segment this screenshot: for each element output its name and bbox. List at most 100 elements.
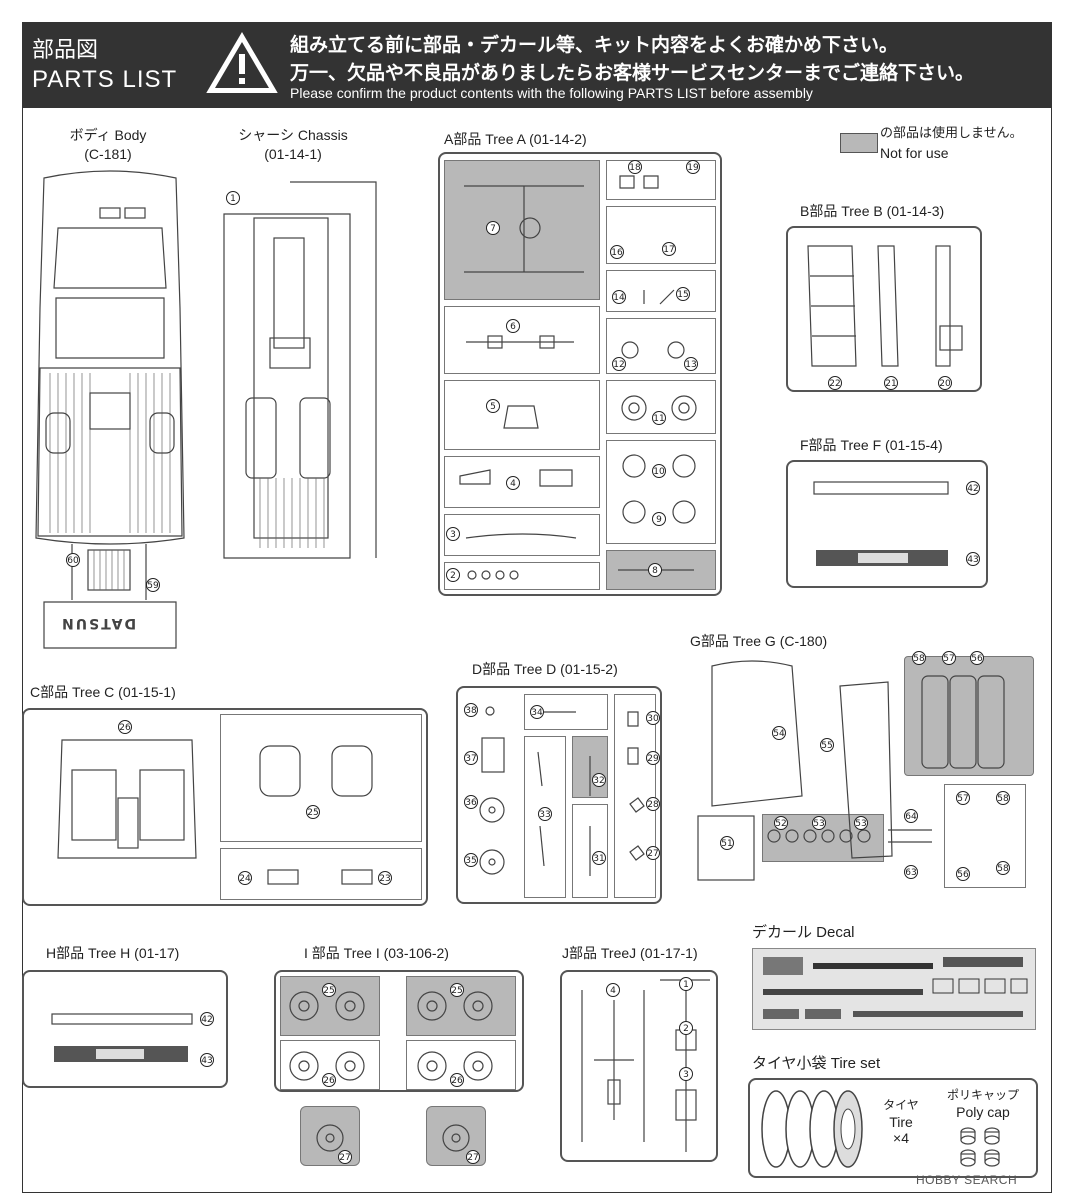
tire-set-frame [748,1078,1038,1178]
tree-i-parts-drawing [289,991,493,1152]
part-number: 43 [966,552,980,566]
tire-stack-drawing [761,1090,863,1168]
tree-d-parts-drawing [479,706,645,876]
warning-triangle-icon [206,32,278,93]
part-number: 58 [912,651,926,665]
part-number: 11 [652,411,666,425]
tree-j-frame [560,970,718,1162]
tree-c-cell-25 [220,714,422,842]
title-en: PARTS LIST [32,66,178,93]
part-number: 42 [966,481,980,495]
part-number: 24 [238,871,252,885]
chassis-drawing [223,181,377,559]
part-number: 13 [684,357,698,371]
tree-c-parts-drawing [57,739,373,885]
part-number: 29 [646,751,660,765]
part-number: 15 [676,287,690,301]
tailgate-drawing [43,544,177,649]
legend-en: Not for use [880,145,949,161]
part-number: 42 [200,1012,214,1026]
part-number: 27 [466,1150,480,1164]
tree-h-label: H部品 Tree H (01-17) [46,945,180,961]
part-number: 25 [450,983,464,997]
part-number: 14 [612,290,626,304]
part-number: 20 [938,376,952,390]
parts-list-frame [22,108,1052,1193]
part-number: 19 [686,160,700,174]
part-number: 8 [648,563,662,577]
part-number: 5 [486,399,500,413]
warning-en: Please confirm the product contents with… [290,85,813,101]
part-number: 31 [592,851,606,865]
part-number: 58 [996,791,1010,805]
polycap-drawing [960,1127,1000,1167]
part-number: 63 [904,865,918,879]
tree-f-parts-drawing [813,481,949,566]
part-number: 54 [772,726,786,740]
tree-a-cell-2 [444,562,600,590]
tire-jp: タイヤ [883,1098,919,1112]
body-label: ボディ Body [69,127,147,143]
part-number: 56 [970,651,984,665]
polycap-jp: ポリキャップ [946,1088,1019,1102]
part-number: 56 [956,867,970,881]
part-number: 27 [338,1150,352,1164]
part-number: 58 [996,861,1010,875]
part-number: 52 [774,816,788,830]
tree-c-label: C部品 Tree C (01-15-1) [30,684,176,700]
part-number: 53 [812,816,826,830]
tree-a-cell-11 [606,380,716,434]
decal-artwork [763,957,1028,1019]
part-number: 22 [828,376,842,390]
tree-f-frame [786,460,988,588]
tree-a-cell-14-15 [606,270,716,312]
tree-a-cell-3 [444,514,600,556]
part-number: 32 [592,773,606,787]
part-number: 55 [820,738,834,752]
tree-a-label: A部品 Tree A (01-14-2) [444,131,587,147]
part-number: 59 [146,578,160,592]
part-number: 33 [538,807,552,821]
part-number: 3 [446,527,460,541]
tree-b-label: B部品 Tree B (01-14-3) [800,203,945,219]
header-bar: 部品図 PARTS LIST 組み立てる前に部品・デカール等、キット内容をよくお… [22,22,1052,108]
part-number: 25 [322,983,336,997]
part-number: 57 [956,791,970,805]
part-number: 53 [854,816,868,830]
part-number: 9 [652,512,666,526]
polycap-en: Poly cap [956,1104,1010,1120]
part-number: 28 [646,797,660,811]
tree-g-parts-drawing [697,660,1005,881]
tree-d-cell-33 [524,736,566,898]
part-number: 21 [884,376,898,390]
part-number: 57 [942,651,956,665]
tire-en: Tire [889,1114,913,1130]
part-number: 16 [610,245,624,259]
part-number: 60 [66,553,80,567]
tree-i-label: I 部品 Tree I (03-106-2) [304,945,449,961]
part-number: 30 [646,711,660,725]
part-number: 18 [628,160,642,174]
part-number: 23 [378,871,392,885]
part-number: 6 [506,319,520,333]
part-number: 26 [118,720,132,734]
part-number: 7 [486,221,500,235]
part-number: 38 [464,703,478,717]
legend-jp: の部品は使用しません。 [880,126,1023,141]
part-number: 36 [464,795,478,809]
tree-a-cell-9-10 [606,440,716,544]
tree-a-cell-7 [444,160,600,300]
title-jp: 部品図 [32,38,99,63]
tree-h-frame [22,970,228,1088]
chassis-code: (01-14-1) [264,146,322,162]
part-number: 10 [652,464,666,478]
part-number: 2 [446,568,460,582]
tree-a-cell-16-17 [606,206,716,264]
part-number: 26 [322,1073,336,1087]
tree-d-label: D部品 Tree D (01-15-2) [472,661,618,677]
part-number: 3 [679,1067,693,1081]
tire-quantity: ×4 [893,1130,909,1146]
tree-g-label: G部品 Tree G (C-180) [690,633,828,649]
tree-a-cell-5 [444,380,600,450]
part-number: 4 [606,983,620,997]
